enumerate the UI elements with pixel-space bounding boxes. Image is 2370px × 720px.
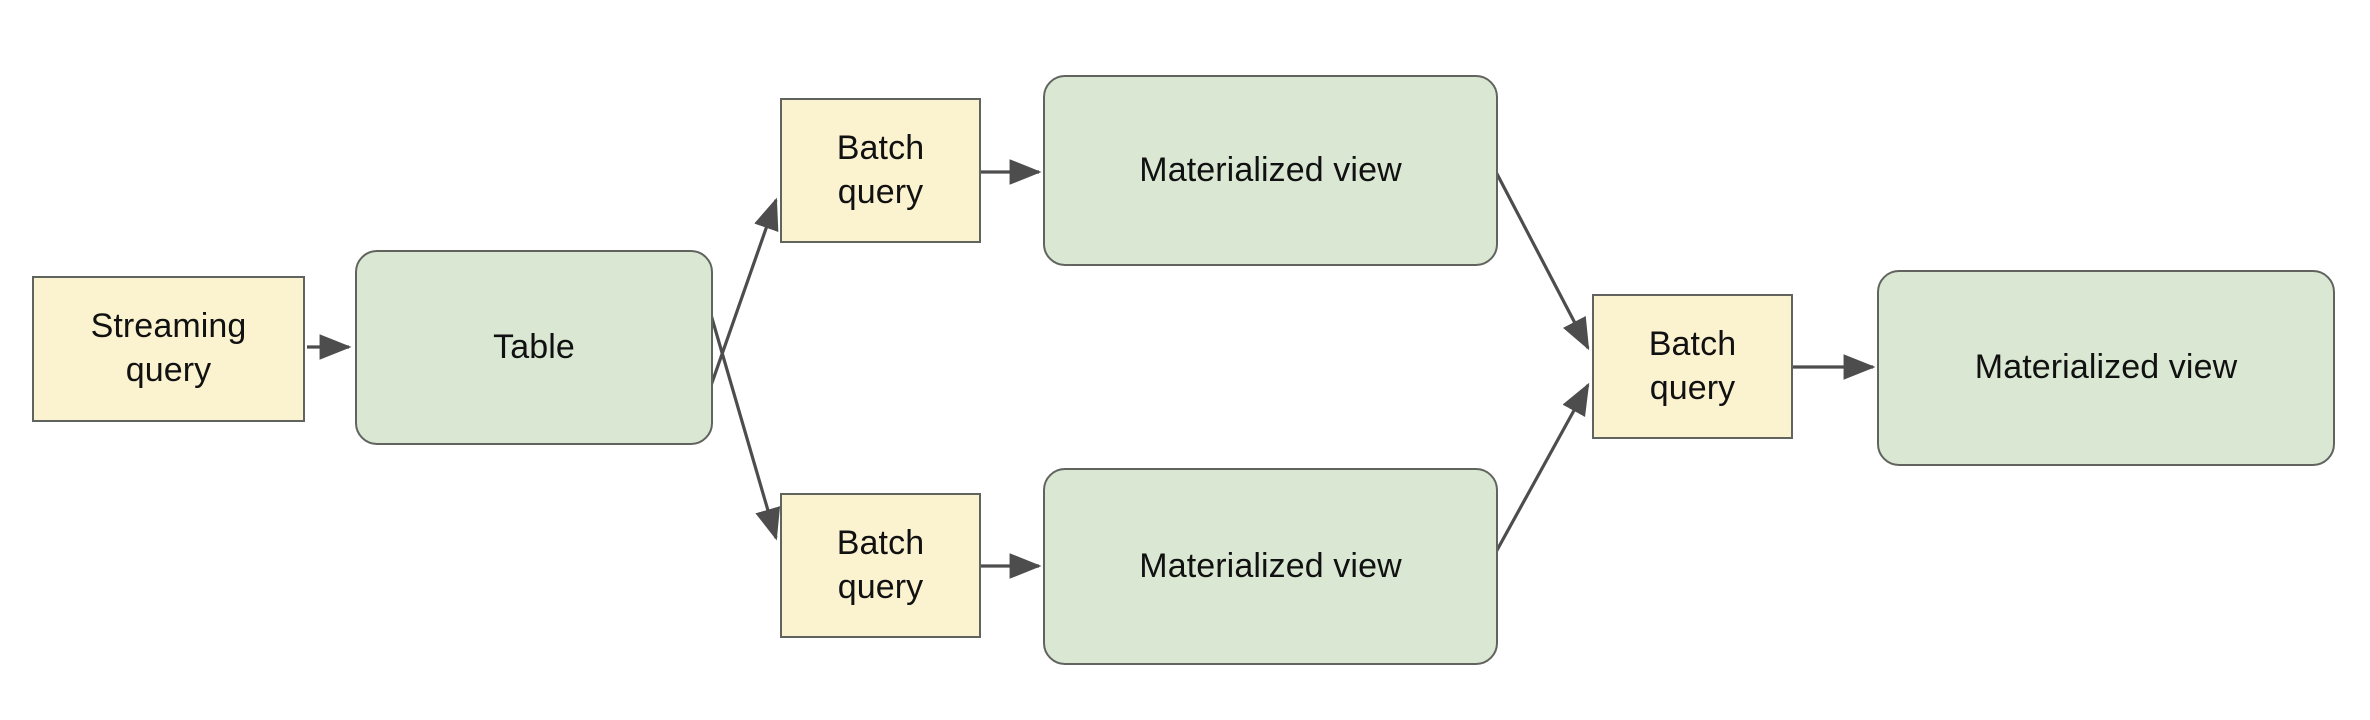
node-materialized-view-top-label: Materialized view <box>1139 150 1402 189</box>
node-batch-query-top-label: Batch query <box>836 128 925 211</box>
edge-materialized-view-top-to-batch-query-merge <box>1494 171 1590 351</box>
node-materialized-view-bottom-label: Materialized view <box>1139 546 1402 585</box>
node-batch-query-bottom[interactable]: Batch query <box>780 493 981 638</box>
node-streaming-query-label: Streaming query <box>90 307 247 389</box>
edge-materialized-view-bottom-to-batch-query-merge <box>1494 382 1590 553</box>
node-streaming-query[interactable]: Streaming query <box>32 276 305 422</box>
node-materialized-view-final[interactable]: Materialized view <box>1877 270 2335 466</box>
node-batch-query-merge-label: Batch query <box>1648 324 1737 407</box>
node-materialized-view-top[interactable]: Materialized view <box>1043 75 1498 266</box>
node-materialized-view-final-label: Materialized view <box>1974 348 2238 387</box>
node-batch-query-bottom-label: Batch query <box>836 523 925 606</box>
node-batch-query-merge[interactable]: Batch query <box>1592 294 1793 439</box>
node-materialized-view-bottom[interactable]: Materialized view <box>1043 468 1498 665</box>
node-table[interactable]: Table <box>355 250 713 445</box>
node-batch-query-top[interactable]: Batch query <box>780 98 981 243</box>
node-table-label: Table <box>493 327 575 366</box>
